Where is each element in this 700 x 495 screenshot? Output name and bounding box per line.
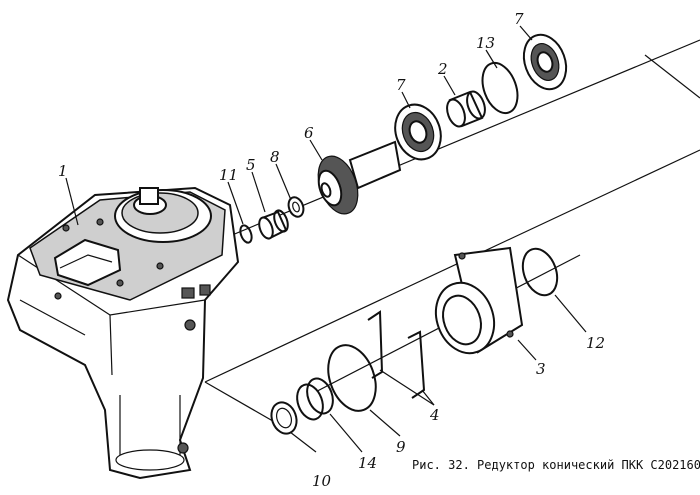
- callout-8: 8: [270, 148, 280, 166]
- ring-13: [481, 61, 519, 115]
- callout-5: 5: [246, 156, 256, 174]
- callout-3: 3: [536, 360, 546, 378]
- bearing-7-left: [394, 103, 442, 161]
- bushing-2: [446, 90, 486, 128]
- callout-14: 14: [358, 454, 377, 472]
- leader-lines: [65, 25, 587, 453]
- callout-11: 11: [219, 166, 238, 184]
- bushing-14: [296, 377, 334, 421]
- callout-labels: 1 11 5 8 6 7 2 13 7 12 3 4 9 14 10: [58, 10, 605, 490]
- callout-2: 2: [437, 60, 448, 78]
- callout-6: 6: [304, 124, 314, 142]
- ring-9: [327, 344, 377, 412]
- bushing-5: [258, 209, 289, 240]
- ring-11: [239, 224, 253, 244]
- flange-housing-3: [434, 246, 524, 355]
- bevel-gear-6: [317, 140, 402, 215]
- callout-7-left: 7: [396, 76, 406, 94]
- callout-10: 10: [312, 472, 332, 490]
- bearing-7-right: [522, 33, 568, 91]
- callout-7-right: 7: [514, 10, 524, 28]
- ring-12: [521, 247, 559, 297]
- callout-9: 9: [396, 438, 406, 456]
- callout-1: 1: [58, 162, 68, 180]
- figure-caption: Рис. 32. Редуктор конический ПКК С202160: [412, 458, 700, 472]
- callout-12: 12: [586, 334, 605, 352]
- ring-10: [270, 401, 298, 435]
- callout-13: 13: [476, 34, 495, 52]
- washer-8: [287, 196, 305, 218]
- callout-4: 4: [429, 406, 440, 424]
- gearbox-housing: [6, 186, 240, 480]
